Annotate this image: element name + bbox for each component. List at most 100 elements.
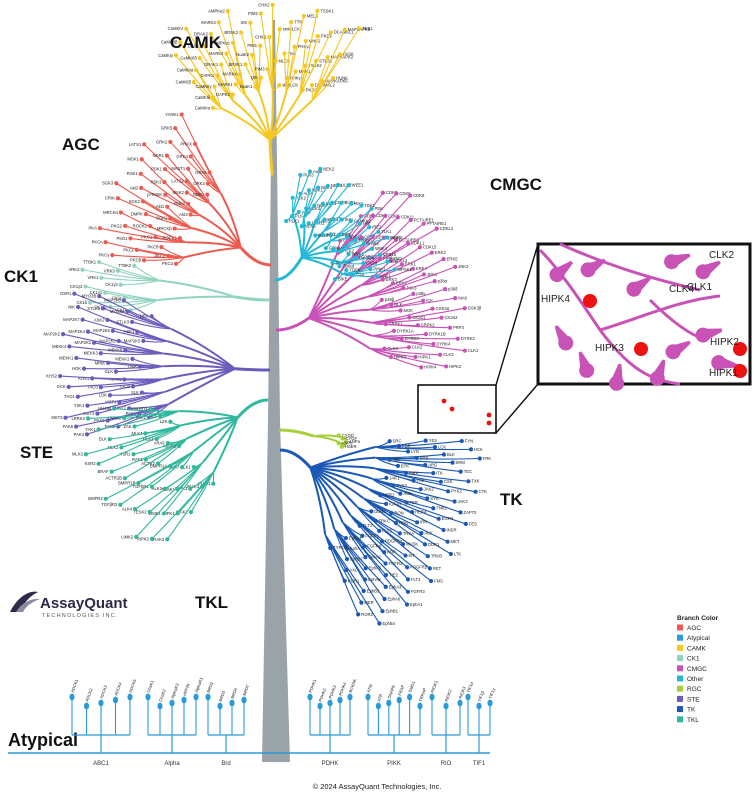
kinase-node: [211, 482, 215, 486]
kinase-node: [81, 318, 85, 322]
kinase-node: [297, 210, 301, 214]
kinase-node: [139, 186, 143, 190]
kinase-node: [413, 355, 417, 359]
kinase-label: EphA1: [410, 602, 423, 607]
kinase-label: VRK2: [68, 267, 80, 272]
legend-label-camk: CAMK: [687, 645, 706, 652]
kinase-node: [165, 205, 169, 209]
kinase-label: MARK3: [201, 20, 216, 25]
kinase-node: [403, 553, 407, 557]
branch-stem: [241, 248, 271, 266]
kinase-node: [258, 44, 262, 48]
kinase-label: MAP2K6: [93, 328, 110, 333]
kinase-label: HCK: [474, 447, 483, 452]
kinase-node: [198, 56, 202, 60]
kinase-node: [184, 27, 188, 31]
kinase-node: [168, 420, 172, 424]
kinase-node: [375, 274, 379, 278]
kinase-label: LATS1: [129, 142, 142, 147]
kinase-node: [344, 268, 348, 272]
kinase-node: [459, 469, 463, 473]
kinase-label: FGFR2: [389, 561, 403, 566]
kinase-node: [337, 264, 341, 268]
kinase-node: [162, 511, 166, 515]
kinase-label: GSK3β: [468, 306, 482, 311]
kinase-node: [139, 172, 143, 176]
kinase-label: CK1γ2: [70, 284, 83, 289]
kinase-node: [419, 487, 423, 491]
atypical-leaf-label: TIF1α: [466, 681, 475, 694]
zoom-label-hipk3: HIPK3: [595, 343, 624, 354]
branch-twig: [241, 33, 259, 92]
kinase-label: MAP3K8: [104, 298, 121, 303]
kinase-label: EphA6: [388, 596, 401, 601]
kinase-node: [448, 326, 452, 330]
kinase-label: CaMKIα: [195, 105, 211, 110]
legend-label-tk: TK: [687, 707, 696, 714]
kinase-label: SIK: [241, 20, 248, 25]
kinase-label: VRK1: [88, 275, 100, 280]
kinase-node: [108, 393, 112, 397]
kinase-node: [141, 339, 145, 343]
kinase-node: [282, 51, 286, 55]
kinase-node: [307, 188, 311, 192]
kinase-node: [108, 437, 112, 441]
atypical-node: [181, 697, 186, 704]
kinase-label: SRC: [393, 439, 402, 444]
kinase-label: MAST1: [171, 166, 186, 171]
kinase-label: RSK1: [127, 171, 139, 176]
legend-label-atypical: Atypical: [687, 635, 710, 642]
kinase-node: [368, 267, 372, 271]
group-label-tkl: TKL: [195, 593, 228, 612]
kinase-label: DYRK3: [405, 336, 420, 341]
kinase-node: [142, 142, 146, 146]
kinase-node: [76, 305, 80, 309]
atypical-leaf-label: BRDT: [242, 684, 251, 697]
kinase-label: MSK1: [127, 157, 139, 162]
kinase-label: TRB1: [362, 26, 373, 31]
kinase-node: [384, 502, 388, 506]
zoom-hipk-dot: [634, 342, 648, 356]
kinase-node: [131, 452, 135, 456]
kinase-label: KSR2: [85, 461, 97, 466]
atypical-title: Atypical: [8, 730, 78, 750]
kinase-node: [398, 531, 402, 535]
kinase-label: ACK: [403, 491, 412, 496]
kinase-node: [407, 345, 411, 349]
kinase-label: SGK2: [129, 199, 141, 204]
kinase-label: BLK: [447, 452, 455, 457]
kinase-node: [211, 106, 215, 110]
kinase-node: [63, 416, 67, 420]
kinase-node: [259, 11, 263, 15]
kinase-label: Akt2: [130, 185, 139, 190]
kinase-node: [83, 284, 87, 288]
kinase-node: [128, 236, 132, 240]
branch-stem: [238, 400, 268, 418]
kinase-label: MER: [364, 600, 373, 605]
kinase-label: FER: [410, 500, 418, 505]
kinase-node: [96, 427, 100, 431]
atypical-leaf-label: BCKDK: [348, 678, 358, 693]
kinase-node: [469, 447, 473, 451]
kinase-node: [426, 554, 430, 558]
kinase-label: MEKK4: [52, 344, 67, 349]
legend-swatch-tk: [677, 706, 683, 712]
kinase-node: [174, 262, 178, 266]
kinase-label: PKG2: [111, 223, 123, 228]
kinase-node: [278, 27, 282, 31]
kinase-label: CDKL5: [423, 245, 437, 250]
kinase-label: RSK3: [150, 180, 162, 185]
zoom-label-hipk1: HIPK1: [709, 368, 738, 379]
kinase-label: FES: [469, 521, 477, 526]
kinase-node: [289, 20, 293, 24]
kinase-node: [337, 433, 341, 437]
kinase-node: [329, 30, 333, 34]
kinase-node: [431, 342, 435, 346]
kinase-node: [326, 55, 330, 59]
kinase-node: [150, 485, 154, 489]
kinase-label: ERK5: [447, 257, 459, 262]
kinase-label: MEKK6: [108, 348, 123, 353]
